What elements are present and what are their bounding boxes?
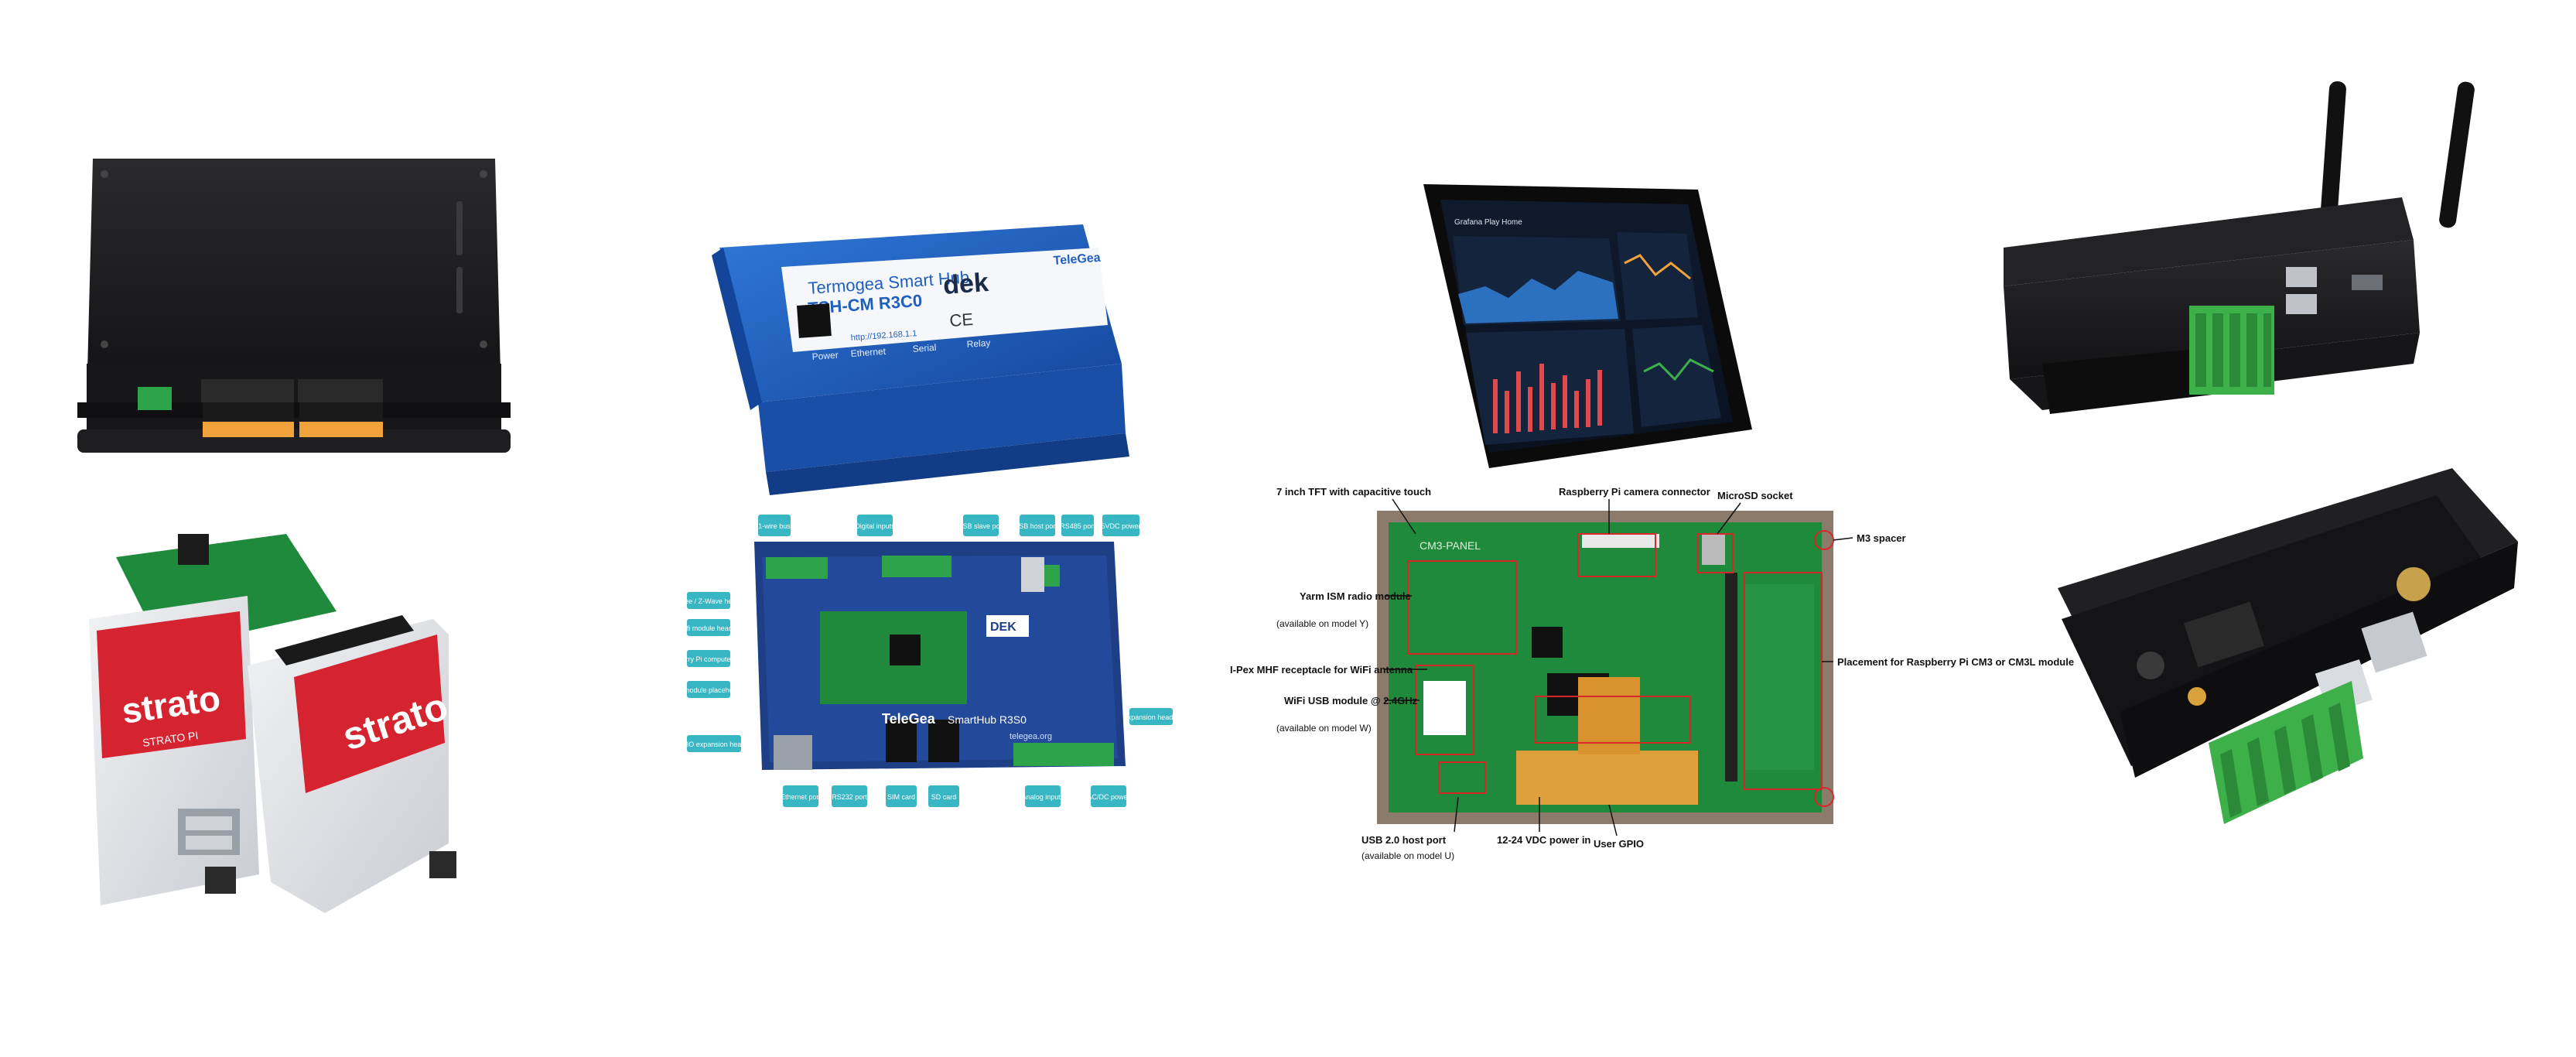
callout-label: MicroSD socket [1717, 490, 1793, 501]
terminal-block-orange [201, 379, 383, 437]
port-label: Relay [966, 337, 991, 350]
board-label: SIM card [887, 793, 915, 801]
board-label: AC/DC power [1087, 793, 1129, 801]
board-label: 5VDC power [1101, 522, 1140, 530]
touch-panel-display: Grafana Play Home [1423, 184, 1752, 468]
callout-label: WiFi USB module @ 2.4GHz [1284, 695, 1418, 706]
dark-controller-device [77, 159, 511, 453]
callout-label: 12-24 VDC power in [1497, 834, 1590, 846]
terminal-block-green [2209, 681, 2363, 824]
callout-label: 7 inch TFT with capacitive touch [1276, 486, 1431, 498]
terminal-block-green [2189, 306, 2274, 395]
antenna [2320, 81, 2346, 228]
product-label [781, 248, 1108, 352]
antenna [2439, 81, 2475, 228]
hdmi-port [2352, 275, 2383, 290]
board-label: 1-wire bus [758, 522, 791, 530]
board-website: telegea.org [1010, 732, 1052, 741]
callout-label: I-Pex MHF receptacle for WiFi antenna [1230, 664, 1413, 676]
board-label: SD card [931, 793, 957, 801]
board-label: RS485 port [1060, 522, 1095, 530]
board-label: Analog inputs [1022, 793, 1064, 801]
silk-label: CM3-PANEL [1420, 539, 1481, 552]
usb-port [2286, 267, 2317, 287]
callout-note: (available on model W) [1276, 723, 1372, 734]
telegea-board-diagram: DEK TeleGea SmartHub R3S0 telegea.org 1-… [661, 515, 1179, 807]
callout-label: Raspberry Pi camera connector [1559, 486, 1710, 498]
app-title: Grafana Play Home [1454, 218, 1522, 227]
strato-pi-units: strato STRATO PI strato [89, 534, 456, 913]
usb-port [2286, 294, 2317, 314]
board-label: Expansion header [1123, 713, 1180, 721]
board-label: Raspberry Pi compute module [661, 655, 755, 663]
port-label: Serial [912, 342, 937, 354]
port-label: Power [811, 350, 839, 362]
rtc-battery [2397, 567, 2431, 601]
termogea-smart-hub: Termogea Smart Hub TSH-CM R3C0 dek CE Te… [712, 224, 1129, 495]
callout-note: (available on model U) [1361, 850, 1454, 861]
board-label: Wifi module header [678, 624, 739, 632]
black-gateway-device [2004, 81, 2475, 414]
board-label: Ethernet port [781, 793, 822, 801]
qr-code [797, 303, 832, 338]
brand-logo: dek [942, 268, 989, 300]
callout-label: USB 2.0 host port [1361, 834, 1447, 846]
ce-mark: CE [949, 310, 974, 330]
board-label: Zigbee / Z-Wave header [671, 597, 746, 605]
callout-label: Placement for Raspberry Pi CM3 or CM3L m… [1837, 656, 2074, 668]
board-label: RS232 port [832, 793, 867, 801]
board-label: Digital inputs [855, 522, 895, 530]
callout-label: Yarm ISM radio module [1300, 590, 1411, 602]
wifi-module [1423, 681, 1466, 735]
usb-port [2361, 611, 2427, 673]
ethernet-jack [774, 735, 812, 770]
board-label: USB host ports [1014, 522, 1061, 530]
carrier-board-device [2058, 468, 2518, 824]
board-label: GPIO expansion header [677, 741, 752, 748]
cm3-panel-diagram: CM3-PANEL 7 inch TFT with capacitive tou… [1230, 486, 2074, 861]
ip-hint: http://192.168.1.1 [850, 329, 917, 343]
dek-mark: DEK [990, 621, 1016, 634]
power-connector [138, 387, 172, 410]
board-brand: TeleGea [882, 711, 936, 727]
vendor-logo: TeleGea [1053, 251, 1101, 268]
callout-label: M3 spacer [1857, 532, 1906, 544]
board-label: RF module placeholder [672, 686, 744, 694]
board-product: SmartHub R3S0 [948, 713, 1027, 726]
board-label: USB slave port [958, 522, 1005, 530]
callout-label: User GPIO [1594, 838, 1644, 850]
callout-note: (available on model Y) [1276, 618, 1368, 629]
port-label: Ethernet [850, 346, 887, 359]
